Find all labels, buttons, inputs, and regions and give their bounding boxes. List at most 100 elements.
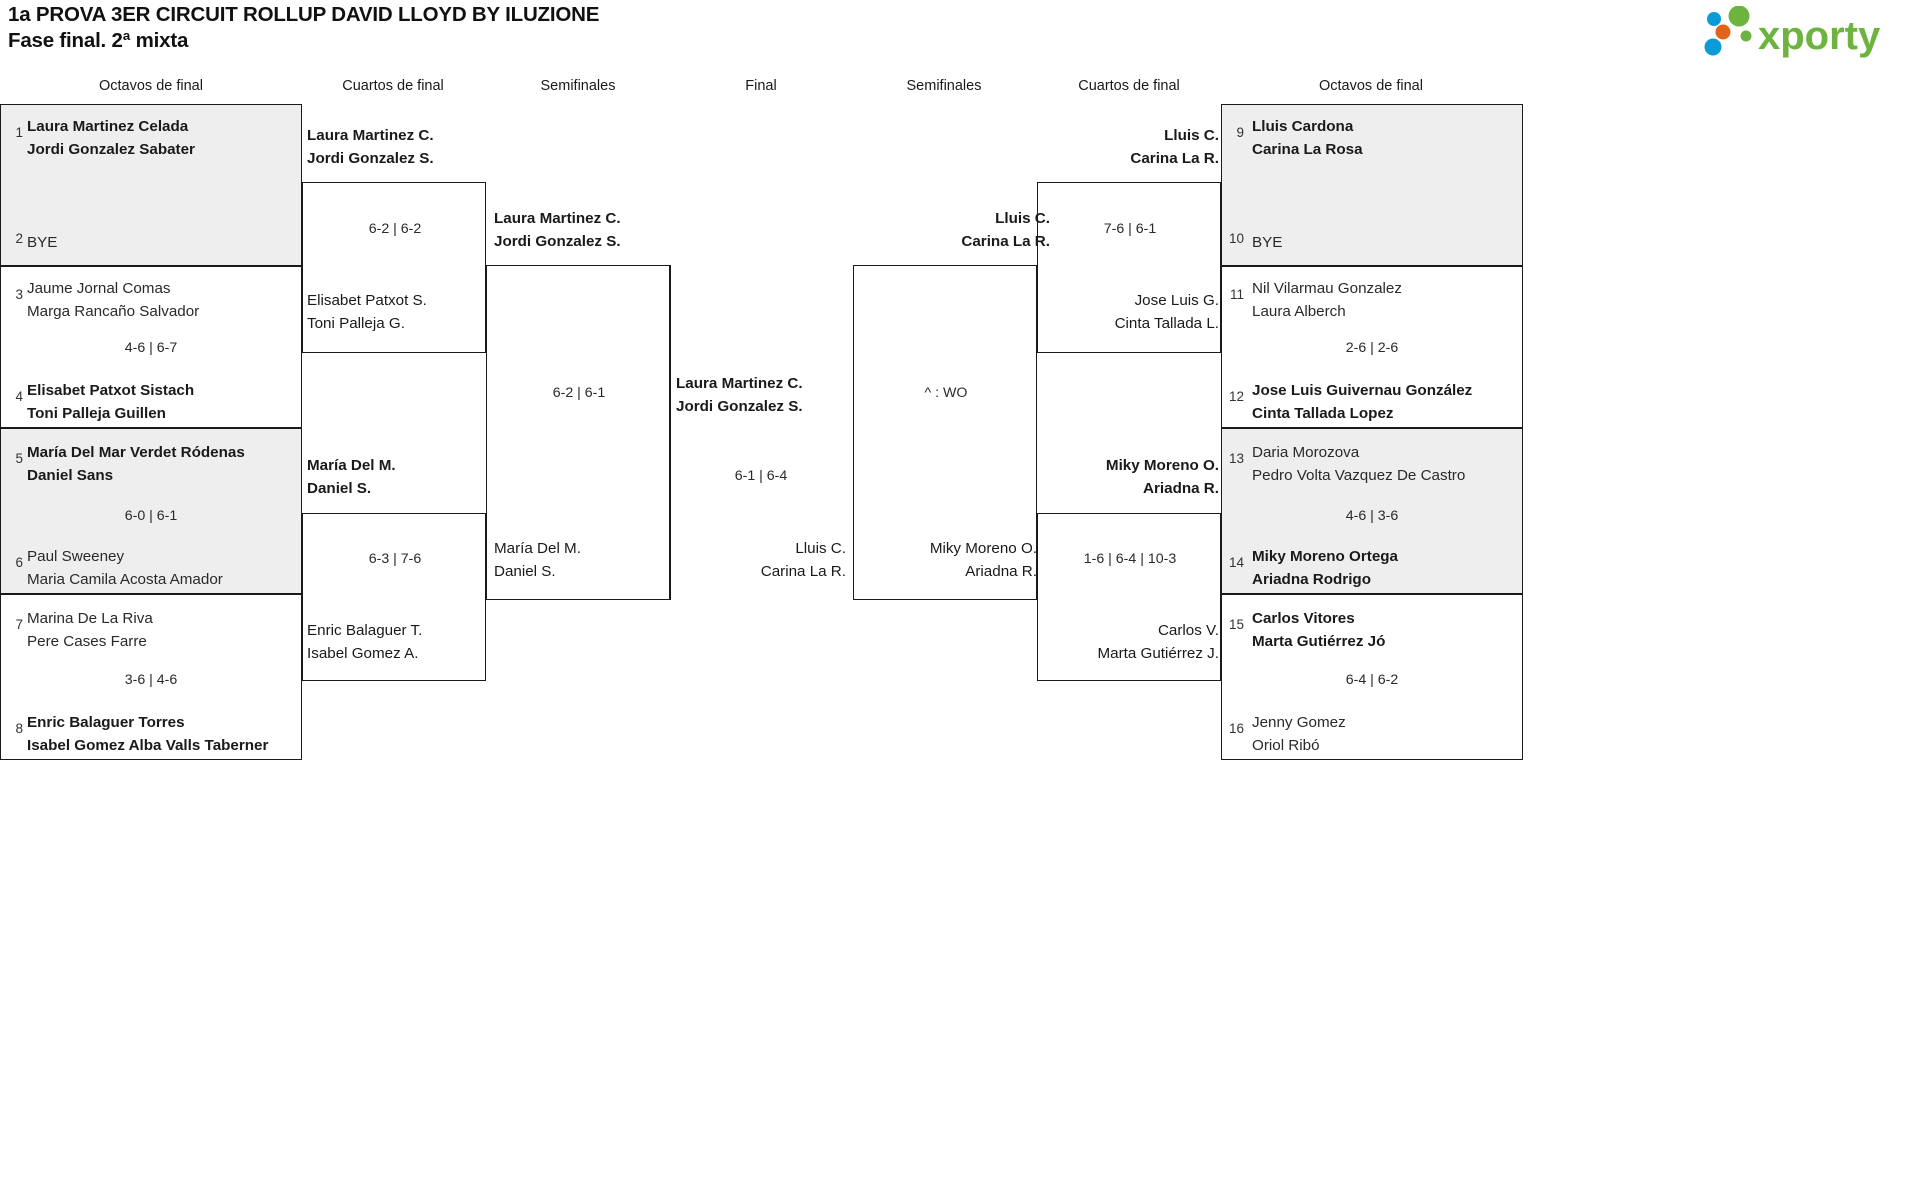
qf-right-match-2[interactable]: 1-6 | 6-4 | 10-3 bbox=[1037, 513, 1221, 681]
r16-match-right-4[interactable]: 15 Carlos Vitores Marta Gutiérrez Jó 6-4… bbox=[1221, 594, 1523, 760]
team-names: María Del Mar Verdet Ródenas Daniel Sans bbox=[27, 441, 245, 487]
round-heading-final: Final bbox=[745, 78, 777, 94]
player-name: Marta Gutiérrez Jó bbox=[1252, 633, 1386, 650]
match-score: 6-0 | 6-1 bbox=[124, 508, 178, 524]
sf-left-match[interactable]: 6-2 | 6-1 bbox=[486, 265, 670, 600]
qf-right-top-team: Lluis C. Carina La R. bbox=[1037, 124, 1219, 170]
qf-left-top-team: Laura Martinez C. Jordi Gonzalez S. bbox=[307, 124, 434, 170]
player-name: Jordi Gonzalez S. bbox=[307, 150, 434, 167]
round-heading-octavos-left: Octavos de final bbox=[99, 78, 203, 94]
match-score: 6-2 | 6-2 bbox=[368, 221, 422, 237]
qf-right-bottom-opponent: Carlos V. Marta Gutiérrez J. bbox=[1037, 619, 1219, 665]
r16-match-right-1[interactable]: 9 Lluis Cardona Carina La Rosa 10 BYE bbox=[1221, 104, 1523, 266]
player-name: Carlos V. bbox=[1157, 622, 1219, 639]
player-name: Daniel Sans bbox=[27, 467, 114, 484]
r16-match-right-2[interactable]: 11 Nil Vilarmau Gonzalez Laura Alberch 2… bbox=[1221, 266, 1523, 428]
team-names: Daria Morozova Pedro Volta Vazquez De Ca… bbox=[1252, 441, 1465, 487]
match-score: 2-6 | 2-6 bbox=[1345, 340, 1399, 356]
sf-left-loser-team: María Del M. Daniel S. bbox=[494, 537, 581, 583]
player-name: Jordi Gonzalez Sabater bbox=[27, 141, 195, 158]
player-name: Laura Martinez Celada bbox=[27, 118, 189, 135]
seed-number: 5 bbox=[15, 451, 23, 466]
seed-number: 9 bbox=[1236, 125, 1244, 140]
team-names: Elisabet Patxot Sistach Toni Palleja Gui… bbox=[27, 379, 194, 425]
player-name: Lluis C. bbox=[1164, 127, 1219, 144]
final-divider bbox=[670, 265, 671, 600]
r16-match-left-1[interactable]: 1 Laura Martinez Celada Jordi Gonzalez S… bbox=[0, 104, 302, 266]
qf-left-match-1[interactable]: 6-2 | 6-2 bbox=[302, 182, 486, 353]
seed-number: 13 bbox=[1228, 451, 1244, 466]
player-name: Carina La R. bbox=[760, 563, 846, 580]
team-names: Paul Sweeney Maria Camila Acosta Amador bbox=[27, 545, 223, 591]
r16-match-left-3[interactable]: 5 María Del Mar Verdet Ródenas Daniel Sa… bbox=[0, 428, 302, 594]
player-name: Nil Vilarmau Gonzalez bbox=[1252, 280, 1402, 297]
match-score: 4-6 | 3-6 bbox=[1345, 508, 1399, 524]
player-name: Pere Cases Farre bbox=[27, 633, 147, 650]
team-names: Jose Luis Guivernau González Cinta Talla… bbox=[1252, 379, 1472, 425]
sf-right-loser-team: Miky Moreno O. Ariadna R. bbox=[870, 537, 1037, 583]
seed-number: 3 bbox=[15, 287, 23, 302]
player-name: Carina La Rosa bbox=[1252, 141, 1363, 158]
r16-match-left-4[interactable]: 7 Marina De La Riva Pere Cases Farre 3-6… bbox=[0, 594, 302, 760]
player-name: Daniel S. bbox=[307, 480, 372, 497]
seed-number: 14 bbox=[1228, 555, 1244, 570]
player-name: Carina La R. bbox=[961, 233, 1050, 250]
player-name: Ariadna R. bbox=[965, 563, 1037, 580]
round-heading-semis-left: Semifinales bbox=[540, 78, 616, 94]
bye-label: BYE bbox=[1252, 234, 1283, 251]
player-name: Laura Martinez C. bbox=[676, 375, 803, 392]
match-score: ^ : WO bbox=[924, 385, 968, 401]
round-heading-cuartos-right: Cuartos de final bbox=[1078, 78, 1180, 94]
bye-label: BYE bbox=[27, 234, 58, 251]
round-heading-semis-right: Semifinales bbox=[906, 78, 982, 94]
xporty-logo-icon: xporty bbox=[1704, 6, 1881, 58]
qf-right-match-1[interactable]: 7-6 | 6-1 bbox=[1037, 182, 1221, 353]
qf-left-bottom-opponent: Enric Balaguer T. Isabel Gomez A. bbox=[307, 619, 422, 665]
page-title: 1a PROVA 3ER CIRCUIT ROLLUP DAVID LLOYD … bbox=[8, 3, 600, 26]
seed-number: 2 bbox=[15, 231, 23, 246]
seed-number: 1 bbox=[15, 125, 23, 140]
team-names: Laura Martinez Celada Jordi Gonzalez Sab… bbox=[27, 115, 195, 161]
team-names: Marina De La Riva Pere Cases Farre bbox=[27, 607, 153, 653]
team-names: Lluis Cardona Carina La Rosa bbox=[1252, 115, 1363, 161]
player-name: Jose Luis G. bbox=[1134, 292, 1219, 309]
r16-match-right-3[interactable]: 13 Daria Morozova Pedro Volta Vazquez De… bbox=[1221, 428, 1523, 594]
r16-match-left-2[interactable]: 3 Jaume Jornal Comas Marga Rancaño Salva… bbox=[0, 266, 302, 428]
match-score: 3-6 | 4-6 bbox=[124, 672, 178, 688]
match-score: 6-3 | 7-6 bbox=[368, 551, 422, 567]
team-names: Enric Balaguer Torres Isabel Gomez Alba … bbox=[27, 711, 268, 757]
seed-number: 4 bbox=[15, 389, 23, 404]
title-block: 1a PROVA 3ER CIRCUIT ROLLUP DAVID LLOYD … bbox=[8, 2, 599, 54]
team-names: Nil Vilarmau Gonzalez Laura Alberch bbox=[1252, 277, 1402, 323]
player-name: Isabel Gomez A. bbox=[307, 645, 419, 662]
qf-left-bottom-team: María Del M. Daniel S. bbox=[307, 454, 396, 500]
seed-number: 7 bbox=[15, 617, 23, 632]
player-name: Marina De La Riva bbox=[27, 610, 153, 627]
page-subtitle: Fase final. 2ª mixta bbox=[8, 29, 189, 52]
player-name: Miky Moreno O. bbox=[929, 540, 1037, 557]
player-name: Lluis C. bbox=[795, 540, 846, 557]
svg-text:xporty: xporty bbox=[1758, 14, 1881, 58]
player-name: Jordi Gonzalez S. bbox=[494, 233, 621, 250]
player-name: Lluis C. bbox=[995, 210, 1050, 227]
seed-number: 8 bbox=[15, 721, 23, 736]
player-name: Laura Alberch bbox=[1252, 303, 1346, 320]
qf-left-match-2[interactable]: 6-3 | 7-6 bbox=[302, 513, 486, 681]
match-score: 6-2 | 6-1 bbox=[552, 385, 606, 401]
player-name: Elisabet Patxot S. bbox=[307, 292, 427, 309]
player-name: Pedro Volta Vazquez De Castro bbox=[1252, 467, 1466, 484]
match-score: 4-6 | 6-7 bbox=[124, 340, 178, 356]
qf-right-top-opponent: Jose Luis G. Cinta Tallada L. bbox=[1037, 289, 1219, 335]
player-name: Ariadna R. bbox=[1143, 480, 1219, 497]
seed-number: 16 bbox=[1228, 721, 1244, 736]
player-name: Carina La R. bbox=[1130, 150, 1219, 167]
team-names: Miky Moreno Ortega Ariadna Rodrigo bbox=[1252, 545, 1398, 591]
round-heading-octavos-right: Octavos de final bbox=[1319, 78, 1423, 94]
player-name: Paul Sweeney bbox=[27, 548, 125, 565]
player-name: Cinta Tallada L. bbox=[1114, 315, 1219, 332]
sf-right-match[interactable]: ^ : WO bbox=[853, 265, 1037, 600]
player-name: Marta Gutiérrez J. bbox=[1097, 645, 1219, 662]
final-winner-team: Laura Martinez C. Jordi Gonzalez S. bbox=[676, 372, 803, 418]
player-name: Laura Martinez C. bbox=[494, 210, 621, 227]
player-name: Maria Camila Acosta Amador bbox=[27, 571, 223, 588]
